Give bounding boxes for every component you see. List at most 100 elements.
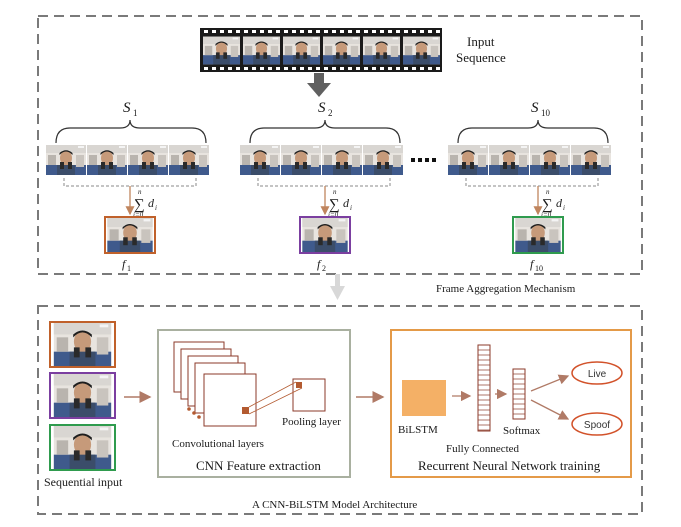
film-hole [204, 67, 208, 70]
aggregated-frame-border [512, 216, 564, 254]
film-hole [276, 67, 280, 70]
film-hole [260, 30, 264, 33]
input-sequence-label-line2: Sequence [456, 50, 506, 65]
aggregated-frame-border [299, 216, 351, 254]
film-hole [412, 67, 416, 70]
film-hole [316, 30, 320, 33]
frame-label: f [122, 257, 127, 271]
segment-subscript: 10 [541, 108, 551, 118]
sum-lower: i=0 [541, 211, 552, 219]
sum-symbol: ∑ [134, 197, 145, 213]
film-hole [436, 67, 440, 70]
film-hole [340, 67, 344, 70]
film-hole [212, 67, 216, 70]
film-hole [252, 67, 256, 70]
frame-aggregation-title: Frame Aggregation Mechanism [436, 283, 576, 295]
segment-frame [281, 145, 321, 175]
sequential-input-frames [49, 321, 116, 471]
spoof-output-oval [571, 412, 623, 436]
film-hole [388, 67, 392, 70]
sum-term: d [343, 196, 350, 210]
segment-frame [363, 145, 403, 175]
film-hole [308, 30, 312, 33]
segment-frame [448, 145, 488, 175]
live-output-oval [571, 361, 623, 385]
aggregation-bracket [63, 178, 197, 187]
aggregated-frame [302, 218, 348, 252]
segment-frame [322, 145, 362, 175]
film-hole [292, 30, 296, 33]
film-hole [220, 30, 224, 33]
sum-term-subscript: i [563, 204, 565, 212]
frame-label: f [530, 257, 535, 271]
film-hole [372, 67, 376, 70]
sum-term-subscript: i [155, 204, 157, 212]
film-hole [388, 30, 392, 33]
film-hole [212, 30, 216, 33]
bilstm-label: BiLSTM [398, 424, 438, 436]
film-hole [284, 30, 288, 33]
film-hole [292, 67, 296, 70]
aggregation-bracket [465, 178, 599, 187]
film-frame [363, 36, 400, 65]
model-architecture-panel [37, 305, 643, 515]
spoof-label: Spoof [584, 420, 610, 431]
film-hole [348, 67, 352, 70]
pooling-layer-label: Pooling layer [282, 416, 341, 428]
film-hole [244, 67, 248, 70]
film-hole [252, 30, 256, 33]
film-hole [300, 30, 304, 33]
live-label: Live [588, 369, 607, 380]
segment-frame [87, 145, 127, 175]
segment-frame [128, 145, 168, 175]
film-hole [276, 30, 280, 33]
film-hole [300, 67, 304, 70]
sum-symbol: ∑ [542, 197, 553, 213]
frame-label: f [317, 257, 322, 271]
film-hole [364, 67, 368, 70]
arrow-softmax-to-live [530, 374, 570, 392]
segment-ellipsis [411, 158, 436, 162]
segment-frame [530, 145, 570, 175]
film-frame [283, 36, 320, 65]
convolutional-layers-stack [173, 341, 257, 427]
film-hole [356, 67, 360, 70]
film-hole [332, 30, 336, 33]
film-frame [403, 36, 440, 65]
pooling-layer [248, 378, 326, 415]
sum-upper: n [138, 188, 142, 196]
segment-frame [571, 145, 611, 175]
sum-symbol: ∑ [329, 197, 340, 213]
sum-lower: i=0 [328, 211, 339, 219]
film-frame [323, 36, 360, 65]
film-down-arrow [307, 73, 331, 97]
film-frame [243, 36, 280, 65]
input-film-strip [200, 28, 442, 72]
film-hole [308, 67, 312, 70]
film-hole [364, 30, 368, 33]
segment-brace [457, 119, 609, 144]
segment-label: S [318, 100, 326, 116]
film-hole [284, 67, 288, 70]
film-hole [268, 67, 272, 70]
segment-frame [489, 145, 529, 175]
segment-frame [169, 145, 209, 175]
fully-connected-layer [477, 344, 491, 432]
film-hole [316, 67, 320, 70]
sum-term: d [148, 196, 155, 210]
bilstm-block [402, 380, 446, 416]
segment-label: S [531, 100, 539, 116]
cnn-box-title: CNN Feature extraction [196, 458, 321, 473]
film-hole [404, 67, 408, 70]
segment-label: S [123, 100, 131, 116]
film-hole [204, 30, 208, 33]
film-hole [428, 30, 432, 33]
input-sequence-label-line1: Input [467, 34, 495, 49]
film-hole [236, 30, 240, 33]
film-hole [404, 30, 408, 33]
film-hole [436, 30, 440, 33]
frame-subscript: 1 [127, 264, 131, 273]
film-hole [380, 67, 384, 70]
